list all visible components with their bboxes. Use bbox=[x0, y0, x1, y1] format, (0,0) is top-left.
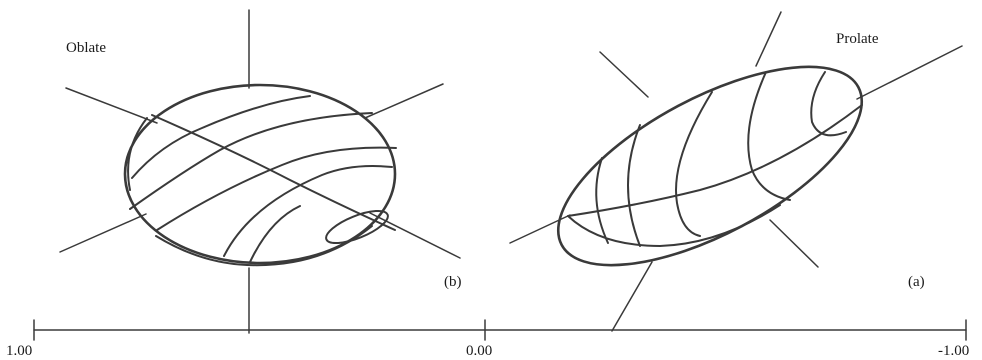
prolate-spheroid bbox=[509, 11, 963, 332]
oblate-inner-ellipse bbox=[325, 209, 389, 245]
oblate-grid-curves bbox=[127, 95, 397, 263]
scale-label-mid: 0.00 bbox=[466, 343, 493, 359]
scale-label-left: 1.00 bbox=[6, 343, 33, 359]
prolate-cross-sections bbox=[595, 71, 847, 247]
prolate-lower-edge bbox=[567, 204, 781, 247]
oblate-spheroid bbox=[59, 9, 461, 334]
prolate-panel-tag: (a) bbox=[908, 274, 925, 290]
oblate-outline bbox=[123, 83, 397, 265]
prolate-long-axis bbox=[567, 104, 863, 217]
scale-bar bbox=[33, 319, 967, 341]
oblate-axes bbox=[59, 9, 461, 334]
prolate-title: Prolate bbox=[836, 31, 879, 47]
oblate-panel-tag: (b) bbox=[444, 274, 462, 290]
prolate-outline bbox=[556, 65, 864, 267]
scale-label-right: -1.00 bbox=[938, 343, 970, 359]
oblate-rim bbox=[155, 225, 373, 267]
prolate-axes bbox=[509, 11, 963, 332]
oblate-title: Oblate bbox=[66, 40, 106, 56]
